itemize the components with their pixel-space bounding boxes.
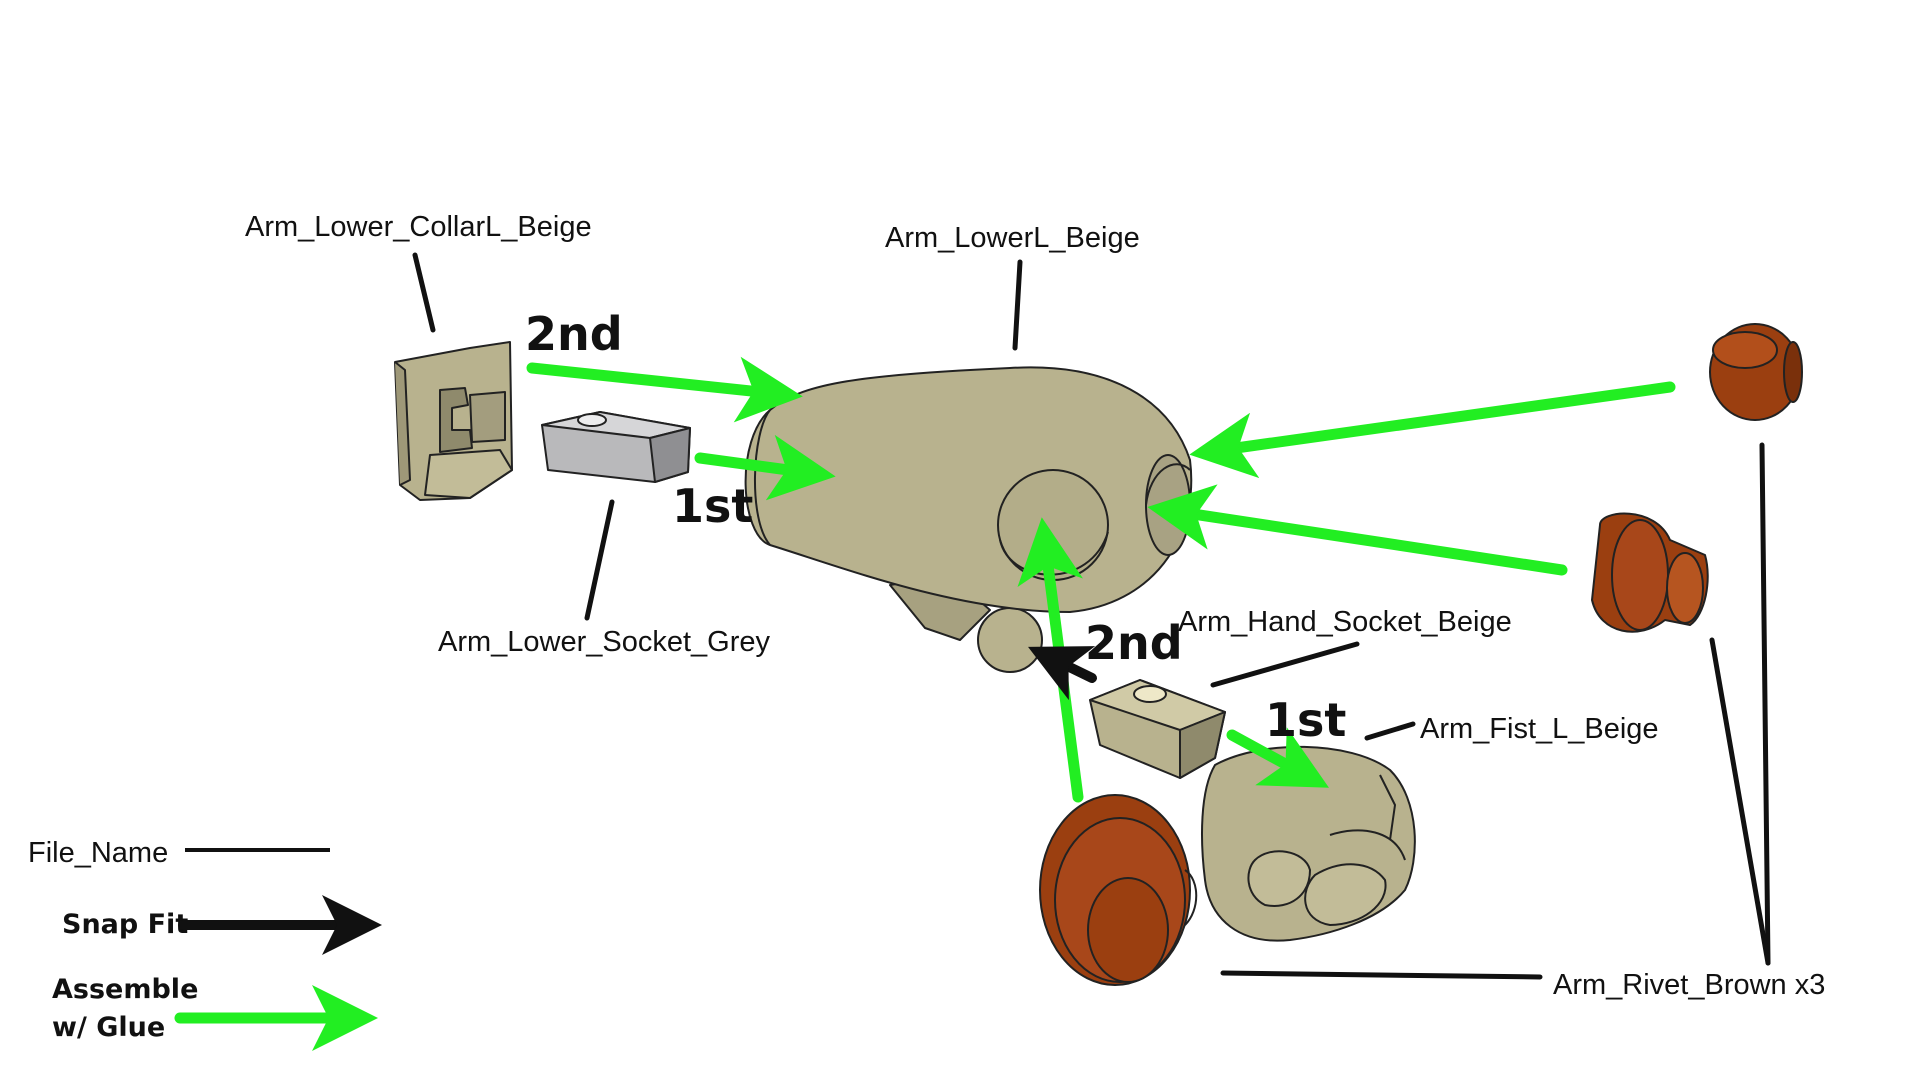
legend-assemble-line2: w/ Glue: [52, 1012, 165, 1043]
legend-assemble-line1: Assemble: [52, 974, 198, 1005]
glue-arrow-lower-socket: [694, 434, 836, 501]
label-hand-socket: Arm_Hand_Socket_Beige: [1178, 606, 1512, 638]
glue-arrow-rivet-top: [1189, 381, 1676, 479]
legend-snap-fit: Snap Fit: [62, 909, 188, 940]
label-fist: Arm_Fist_L_Beige: [1420, 713, 1659, 745]
legend: File_Name Snap Fit Assemble w/ Glue: [28, 837, 382, 1051]
hand-socket-part: [1089, 679, 1226, 779]
step-collar: 2nd: [525, 307, 623, 361]
fist-part: [1201, 745, 1416, 942]
label-rivet: Arm_Rivet_Brown x3: [1553, 969, 1825, 1001]
step-hand-socket: 2nd: [1085, 616, 1183, 670]
collar-part: [394, 341, 513, 501]
glue-arrow-fist: [1226, 727, 1329, 788]
rivet-bottom: [1039, 794, 1198, 986]
snap-arrow-hand-socket: [1028, 646, 1097, 701]
glue-arrow-collar: [526, 356, 803, 423]
rivet-top: [1709, 323, 1803, 421]
glue-arrow-rivet-middle: [1147, 484, 1568, 576]
leader-lines: [412, 252, 1771, 980]
lower-socket-part: [541, 411, 691, 483]
label-lower-socket: Arm_Lower_Socket_Grey: [438, 626, 771, 658]
rivet-middle: [1591, 512, 1709, 633]
step-fist: 1st: [1265, 693, 1346, 747]
label-lower-arm: Arm_LowerL_Beige: [885, 222, 1140, 254]
legend-file-name: File_Name: [28, 837, 168, 869]
step-lower-socket: 1st: [672, 479, 753, 533]
label-collar: Arm_Lower_CollarL_Beige: [245, 211, 592, 243]
